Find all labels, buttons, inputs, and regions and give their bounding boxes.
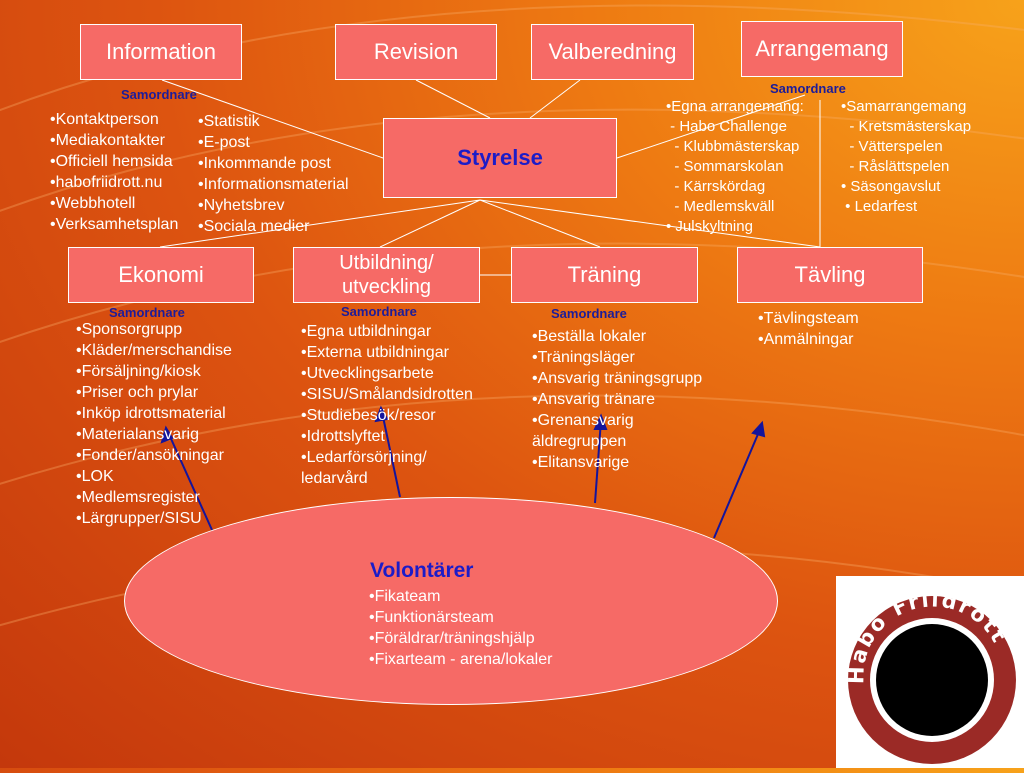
list-item: - Klubbmästerskap — [666, 138, 800, 155]
list-item: •Fixarteam - arena/lokaler — [369, 651, 553, 668]
list-item: •Anmälningar — [758, 331, 854, 348]
list-item: •Inkommande post — [198, 155, 331, 172]
list-item: •Träningsläger — [532, 349, 635, 366]
list-item: •Officiell hemsida — [50, 153, 173, 170]
samordnare-arrangemang: Samordnare — [770, 81, 846, 96]
list-item: •Verksamhetsplan — [50, 216, 179, 233]
volontarer-list: •Fikateam •Funktionärsteam •Föräldrar/tr… — [369, 586, 552, 670]
box-valberedning: Valberedning — [531, 24, 694, 80]
list-item: •SISU/Smålandsidrotten — [301, 386, 473, 403]
volunteer-arrows — [160, 405, 766, 539]
list-item: •Beställa lokaler — [532, 328, 647, 345]
information-list-left: •Kontaktperson •Mediakontakter •Officiel… — [50, 109, 178, 235]
list-item: •Samarrangemang — [841, 98, 967, 115]
list-item: •Fonder/ansökningar — [76, 447, 224, 464]
list-item: - Sommarskolan — [666, 158, 784, 175]
list-item: •Föräldrar/träningshjälp — [369, 630, 535, 647]
list-item: ledarvård — [301, 470, 368, 487]
samordnare-ekonomi: Samordnare — [109, 305, 185, 320]
list-item: •Fikateam — [369, 588, 441, 605]
habo-friidrott-logo: Habo Friidrott — [836, 576, 1024, 768]
list-item: •E-post — [198, 134, 250, 151]
box-traning: Träning — [511, 247, 698, 303]
ekonomi-list: •Sponsorgrupp •Kläder/merschandise •Förs… — [76, 319, 232, 529]
list-item: - Kretsmästerskap — [841, 118, 972, 135]
list-item: •Informationsmaterial — [198, 176, 349, 193]
list-item: •Sociala medier — [198, 218, 310, 235]
information-list-right: •Statistik •E-post •Inkommande post •Inf… — [198, 111, 349, 237]
list-item: •Externa utbildningar — [301, 344, 449, 361]
tavling-list: •Tävlingsteam •Anmälningar — [758, 308, 859, 350]
list-item: •Egna arrangemang: — [666, 98, 804, 115]
box-styrelse: Styrelse — [383, 118, 617, 198]
samordnare-utbildning: Samordnare — [341, 304, 417, 319]
list-item: •Ansvarig träningsgrupp — [532, 370, 703, 387]
samordnare-information: Samordnare — [121, 87, 197, 102]
list-item: •Kläder/merschandise — [76, 342, 232, 359]
list-item: - Vätterspelen — [841, 138, 943, 155]
list-item: •Priser och prylar — [76, 384, 199, 401]
arrangemang-list-left: •Egna arrangemang: - Habo Challenge - Kl… — [666, 97, 804, 237]
list-item: •Grenansvarig — [532, 412, 634, 429]
list-item: •Ansvarig tränare — [532, 391, 655, 408]
list-item: •Nyhetsbrev — [198, 197, 285, 214]
box-utbildning: Utbildning/ utveckling — [293, 247, 480, 303]
utbildning-list: •Egna utbildningar •Externa utbildningar… — [301, 321, 473, 489]
list-item: •Mediakontakter — [50, 132, 165, 149]
list-item: •Elitansvarige — [532, 454, 630, 471]
list-item: •Inköp idrottsmaterial — [76, 405, 226, 422]
list-item: •Funktionärsteam — [369, 609, 494, 626]
list-item: - Kärrskördag — [666, 178, 766, 195]
list-item: •LOK — [76, 468, 114, 485]
box-information: Information — [80, 24, 242, 80]
list-item: • Ledarfest — [841, 198, 918, 215]
list-item: •Webbhotell — [50, 195, 136, 212]
list-item: •Utvecklingsarbete — [301, 365, 434, 382]
list-item: äldregruppen — [532, 433, 627, 450]
list-item: •Tävlingsteam — [758, 310, 859, 327]
samordnare-traning: Samordnare — [551, 306, 627, 321]
list-item: •Sponsorgrupp — [76, 321, 183, 338]
connector-lines — [159, 79, 821, 276]
list-item: • Julskyltning — [666, 218, 753, 235]
list-item: •Kontaktperson — [50, 111, 159, 128]
box-revision: Revision — [335, 24, 497, 80]
volontarer-title: Volontärer — [370, 559, 474, 582]
list-item: •Egna utbildningar — [301, 323, 432, 340]
list-item: •Statistik — [198, 113, 260, 130]
volontarer-ellipse — [124, 497, 778, 705]
list-item: •Försäljning/kiosk — [76, 363, 201, 380]
list-item: •Studiebesök/resor — [301, 407, 436, 424]
traning-list: •Beställa lokaler •Träningsläger •Ansvar… — [532, 326, 702, 473]
box-ekonomi: Ekonomi — [68, 247, 254, 303]
list-item: •habofriidrott.nu — [50, 174, 163, 191]
list-item: •Medlemsregister — [76, 489, 200, 506]
box-arrangemang: Arrangemang — [741, 21, 903, 77]
list-item: - Habo Challenge — [666, 118, 787, 135]
list-item: • Säsongavslut — [841, 178, 941, 195]
list-item: - Medlemskväll — [666, 198, 775, 215]
list-item: •Lärgrupper/SISU — [76, 510, 202, 527]
arrangemang-list-right: •Samarrangemang - Kretsmästerskap - Vätt… — [841, 97, 971, 217]
list-item: •Materialansvarig — [76, 426, 199, 443]
list-item: •Ledarförsörjning/ — [301, 449, 427, 466]
list-item: - Råslättspelen — [841, 158, 950, 175]
list-item: •Idrottslyftet — [301, 428, 385, 445]
box-tavling: Tävling — [737, 247, 923, 303]
